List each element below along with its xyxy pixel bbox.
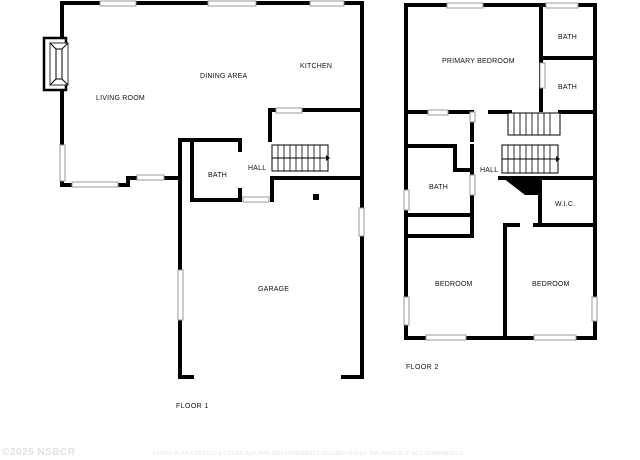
room-label-dining-area: DINING AREA bbox=[200, 73, 247, 80]
floor-1-label: FLOOR 1 bbox=[176, 403, 209, 410]
room-label-bedroom-left: BEDROOM bbox=[435, 281, 473, 288]
floor-2-windows bbox=[403, 2, 598, 341]
room-label-bath-mid: BATH bbox=[558, 84, 577, 91]
room-label-wic: W.I.C. bbox=[555, 201, 575, 208]
floor-2-stairs bbox=[501, 112, 561, 195]
copyright-watermark: ©2025 NSBCR bbox=[2, 447, 76, 458]
floor-1-plan: LIVING ROOM DINING AREA KITCHEN BATH HAL… bbox=[42, 0, 365, 410]
room-label-primary-bedroom: PRIMARY BEDROOM bbox=[442, 58, 515, 65]
floor-1-walls bbox=[60, 1, 364, 379]
floor-2-walls bbox=[404, 3, 597, 340]
landing-wedge-icon bbox=[503, 178, 540, 195]
floor-2-label: FLOOR 2 bbox=[406, 364, 439, 371]
room-label-living-room: LIVING ROOM bbox=[96, 95, 145, 102]
room-label-bedroom-right: BEDROOM bbox=[532, 281, 570, 288]
room-label-bath: BATH bbox=[208, 172, 227, 179]
room-label-hall: HALL bbox=[248, 165, 266, 172]
floor-1-windows bbox=[59, 0, 365, 321]
room-label-garage: GARAGE bbox=[258, 286, 289, 293]
room-label-bath-top: BATH bbox=[558, 34, 577, 41]
credit-text: FLOOR PLAN CREATED BY CUBICASA APP. MEAS… bbox=[153, 451, 466, 457]
fireplace-icon bbox=[42, 36, 69, 92]
garage-post-icon bbox=[313, 194, 319, 200]
room-label-bath: BATH bbox=[429, 184, 448, 191]
room-label-kitchen: KITCHEN bbox=[300, 63, 332, 70]
floor-1-stairs bbox=[271, 144, 330, 172]
room-label-hall: HALL bbox=[480, 167, 498, 174]
floor-2-plan: PRIMARY BEDROOM BATH BATH HALL BATH W.I.… bbox=[403, 2, 598, 371]
